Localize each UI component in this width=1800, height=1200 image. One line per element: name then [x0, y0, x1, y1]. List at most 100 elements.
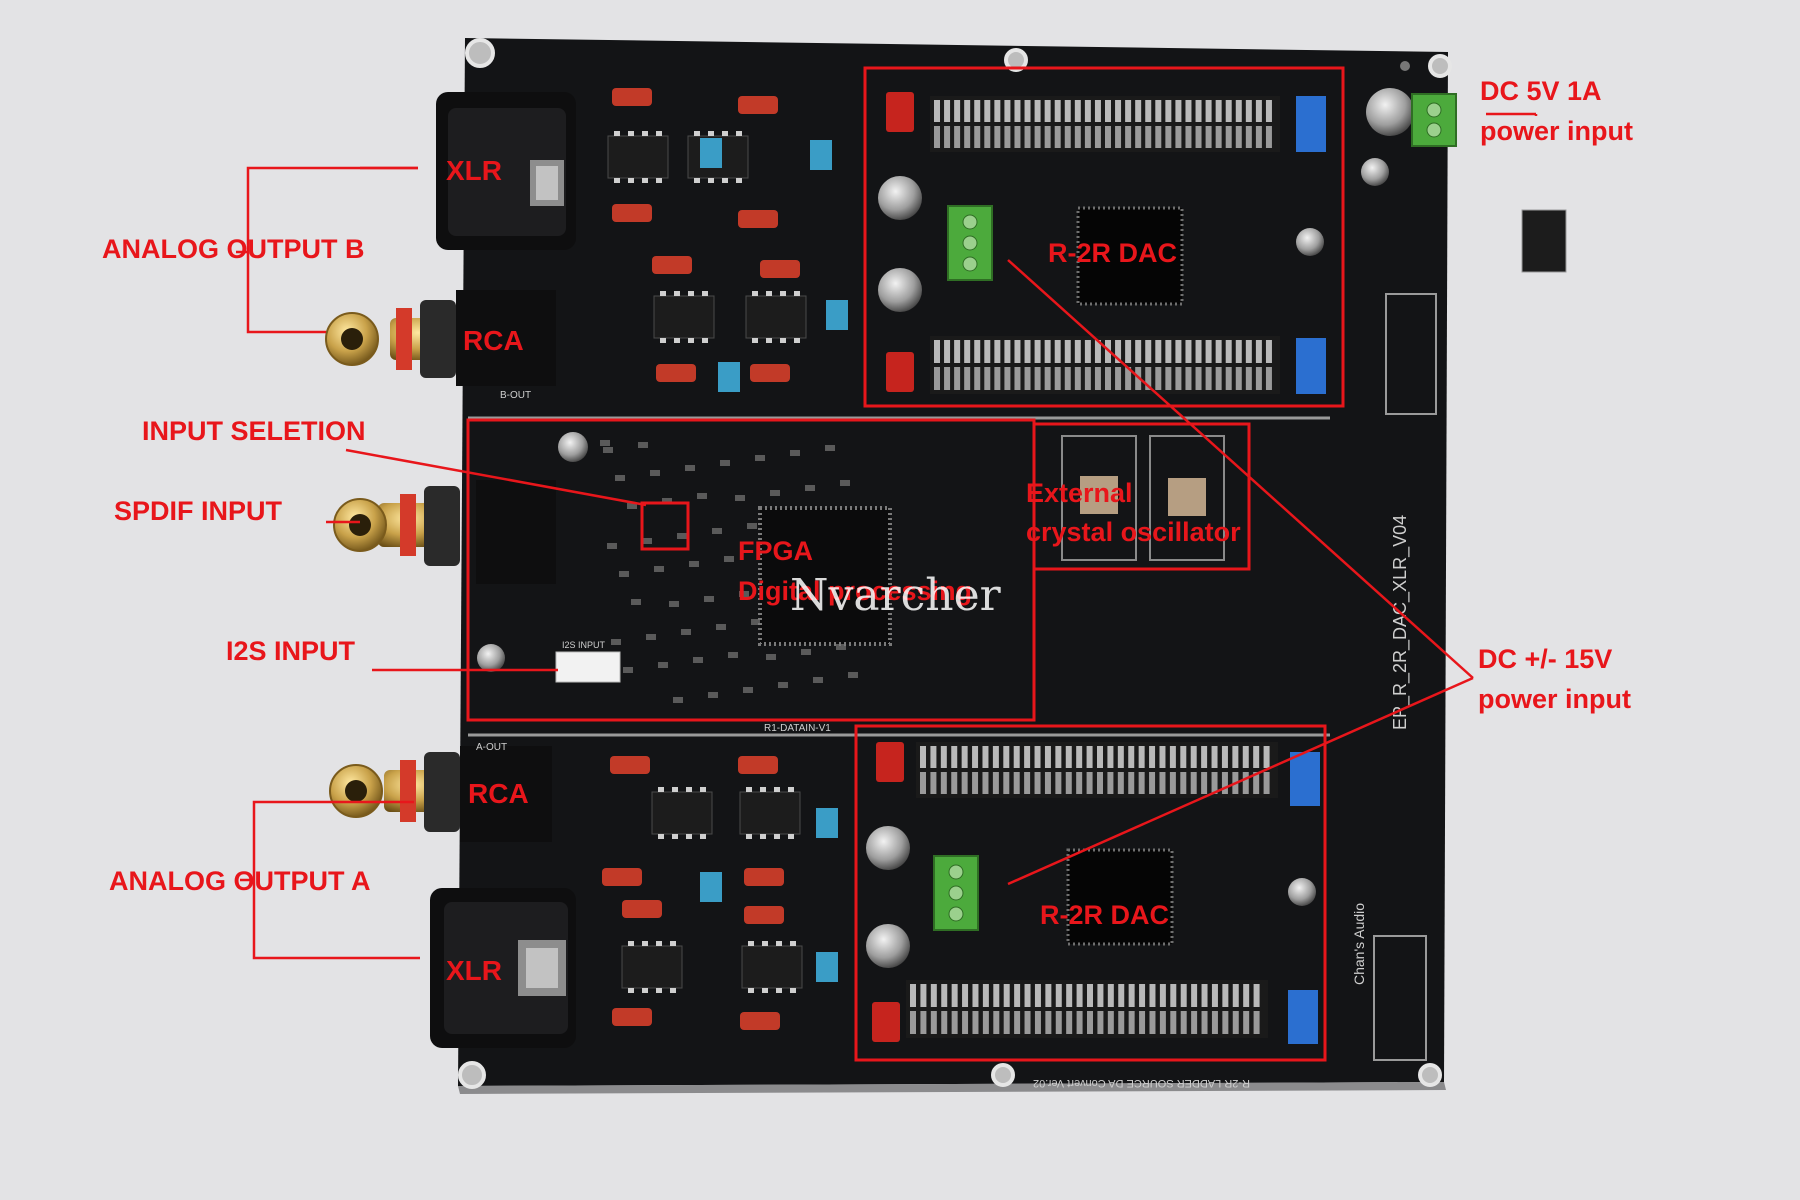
- film-capacitor: [656, 364, 696, 382]
- a-out-text: A-OUT: [476, 742, 507, 753]
- smd-part: [708, 692, 718, 698]
- film-capacitor: [612, 88, 652, 106]
- smd-part: [825, 445, 835, 451]
- board-brand-text: Chan's Audio: [1351, 903, 1367, 985]
- output-stage-components: [600, 88, 866, 1030]
- film-capacitor: [612, 1008, 652, 1026]
- pcb-edge-shadow: [458, 1082, 1446, 1094]
- blue-film-capacitor: [700, 138, 722, 168]
- smd-part: [712, 528, 722, 534]
- smd-part: [716, 624, 726, 630]
- rca-connector-spdif: [333, 480, 556, 584]
- capacitors: [477, 88, 1414, 968]
- label-external-line1: External: [1026, 478, 1133, 508]
- film-capacitor: [744, 906, 784, 924]
- opamp-chip: [607, 131, 669, 183]
- crystal-oscillators: [1061, 435, 1225, 561]
- smd-part: [673, 697, 683, 703]
- r2r-dac-top-box: [863, 66, 1345, 408]
- mounting-holes: [458, 38, 1452, 1089]
- label-spdif-input: SPDIF INPUT: [114, 496, 283, 526]
- label-input-selection: INPUT SELETION: [142, 416, 366, 446]
- rca-connector-b: [325, 290, 556, 386]
- relays: [872, 92, 914, 1042]
- film-capacitor: [738, 756, 778, 774]
- smd-part: [600, 440, 610, 446]
- label-r2r-dac-top: R-2R DAC: [1048, 238, 1177, 268]
- board-silkscreen: EP_R_2R_DAC_XLR_V04 R-2R LADDER SOURCE D…: [476, 390, 1411, 1089]
- smd-part: [697, 493, 707, 499]
- annotation-boxes: [466, 66, 1345, 1062]
- opamp-chip: [621, 941, 683, 993]
- xlr-connector-b: [436, 92, 576, 250]
- label-analog-output-b: ANALOG OUTPUT B: [102, 234, 365, 264]
- smd-part: [720, 460, 730, 466]
- crystal-box: [1032, 422, 1251, 571]
- smd-part: [728, 652, 738, 658]
- smd-part: [681, 629, 691, 635]
- film-capacitor: [738, 96, 778, 114]
- smd-part: [840, 480, 850, 486]
- label-rca-a: RCA: [468, 778, 529, 809]
- smd-part: [813, 677, 823, 683]
- film-capacitor: [610, 756, 650, 774]
- blue-film-capacitor: [700, 872, 722, 902]
- smd-part: [611, 639, 621, 645]
- label-analog-output-a: ANALOG OUTPUT A: [109, 866, 370, 896]
- blue-film-capacitor: [810, 140, 832, 170]
- smd-part: [778, 682, 788, 688]
- label-dc-5v-line2: power input: [1480, 116, 1633, 146]
- film-capacitor: [760, 260, 800, 278]
- smd-part: [790, 450, 800, 456]
- film-capacitor: [652, 256, 692, 274]
- resistor-ladder-row: [930, 336, 1280, 394]
- r2r-dac-bottom-box: [854, 724, 1327, 1062]
- smd-part: [805, 485, 815, 491]
- label-i2s-input: I2S INPUT: [226, 636, 356, 666]
- film-capacitor: [750, 364, 790, 382]
- smd-part: [747, 523, 757, 529]
- smd-part: [623, 667, 633, 673]
- label-rca-b: RCA: [463, 325, 524, 356]
- smd-part: [848, 672, 858, 678]
- smd-part: [627, 503, 637, 509]
- watermark-text: Nvarcher: [790, 570, 1002, 621]
- film-capacitor: [602, 868, 642, 886]
- label-dc-15v-line1: DC +/- 15V: [1478, 644, 1612, 674]
- opamp-chip: [745, 291, 807, 343]
- blue-film-capacitor: [816, 808, 838, 838]
- smd-part: [704, 596, 714, 602]
- film-capacitor: [612, 204, 652, 222]
- smd-part: [603, 447, 613, 453]
- label-dc-15v-line2: power input: [1478, 684, 1631, 714]
- blue-film-capacitor: [826, 300, 848, 330]
- smd-part: [677, 533, 687, 539]
- i2s-header-connector: [555, 651, 621, 683]
- blue-film-capacitor: [718, 362, 740, 392]
- xlr-connector-a: [430, 888, 576, 1048]
- opamp-chip: [741, 941, 803, 993]
- smd-part: [646, 634, 656, 640]
- resistor-ladder-row: [916, 742, 1278, 798]
- trimmer-potentiometers: [1288, 96, 1326, 1044]
- smd-part: [689, 561, 699, 567]
- smd-part: [662, 498, 672, 504]
- annotation-leader-lines: [236, 112, 1538, 960]
- film-capacitor: [744, 868, 784, 886]
- board-footer-text: R-2R LADDER SOURCE DA Convert Ver.02: [1033, 1077, 1250, 1089]
- opamp-chip: [653, 291, 715, 343]
- smd-part: [607, 543, 617, 549]
- film-capacitor: [622, 900, 662, 918]
- smd-part: [669, 601, 679, 607]
- smd-part: [735, 495, 745, 501]
- smd-part: [615, 475, 625, 481]
- dac-ic-chips: [758, 206, 1567, 946]
- label-dc-5v-line1: DC 5V 1A: [1480, 76, 1602, 106]
- smd-part: [755, 455, 765, 461]
- smd-part: [654, 566, 664, 572]
- smd-part: [739, 591, 749, 597]
- i2s-header-text: I2S INPUT: [562, 640, 606, 650]
- resistor-ladder-row: [930, 96, 1280, 152]
- label-xlr-a: XLR: [446, 955, 502, 986]
